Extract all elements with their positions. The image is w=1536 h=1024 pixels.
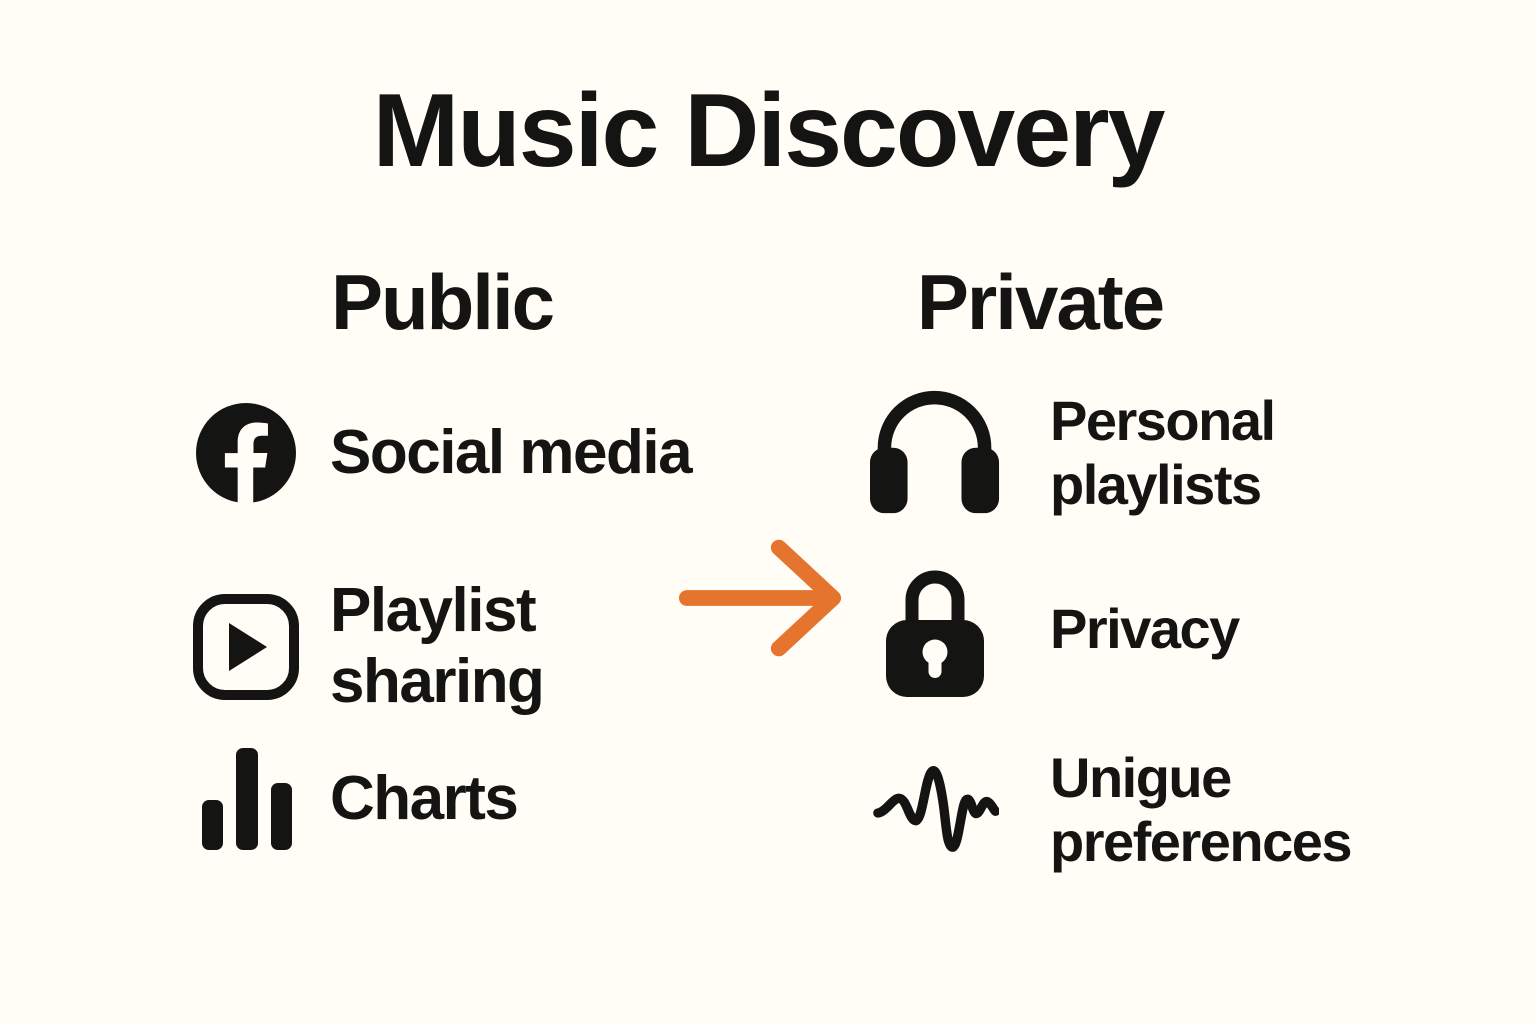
- item-label: Playlist sharing: [330, 576, 545, 716]
- private-item-privacy: Privacy: [865, 560, 1240, 698]
- item-label: Unigue preferences: [1050, 746, 1353, 873]
- private-item-personal-playlists: Personal playlists: [865, 388, 1360, 518]
- right-arrow-icon: [678, 539, 846, 657]
- public-item-playlist-sharing: Playlist sharing: [190, 576, 570, 717]
- headphones-icon: [865, 388, 1005, 518]
- facebook-icon: [190, 403, 302, 503]
- waveform-icon: [865, 761, 1005, 859]
- item-label: Charts: [330, 763, 519, 833]
- lock-icon: [865, 560, 1005, 698]
- play-button-icon: [190, 592, 302, 702]
- public-item-social-media: Social media: [190, 403, 693, 503]
- column-heading-private: Private: [916, 258, 1165, 346]
- item-label: Social media: [330, 417, 693, 487]
- private-item-unique-preferences: Unigue preferences: [865, 746, 1390, 874]
- column-heading-public: Public: [330, 258, 555, 346]
- public-item-charts: Charts: [190, 748, 519, 850]
- item-label: Personal playlists: [1050, 389, 1276, 516]
- bar-chart-icon: [190, 748, 302, 850]
- page-title: Music Discovery: [372, 73, 1166, 189]
- item-label: Privacy: [1050, 597, 1240, 661]
